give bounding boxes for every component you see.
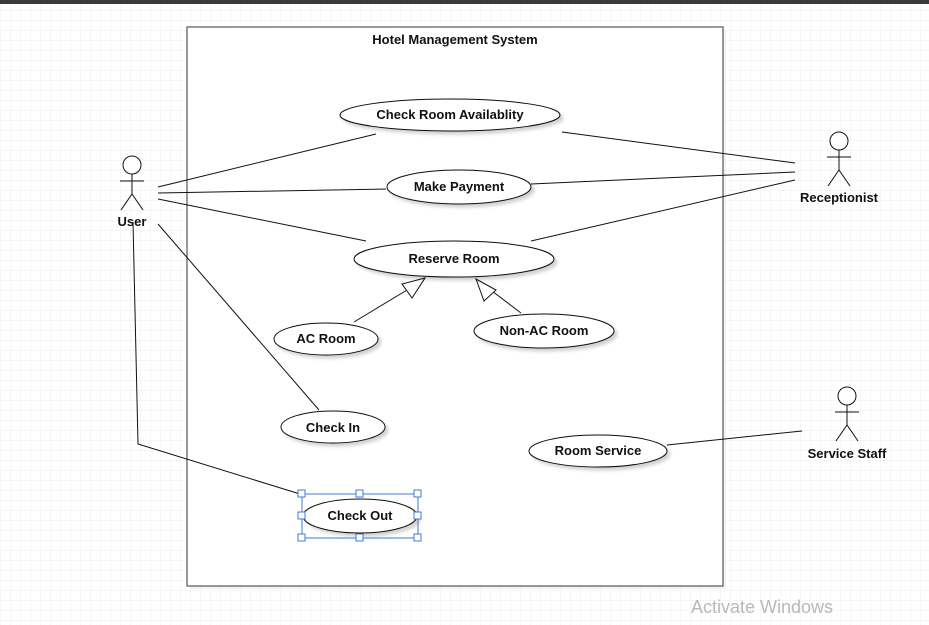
use-case-reserve-room-label: Reserve Room xyxy=(408,251,499,266)
use-case-check-in-label: Check In xyxy=(306,420,360,435)
assoc-receptionist-make-payment[interactable] xyxy=(530,171,796,185)
activate-windows-watermark: Activate Windows xyxy=(691,597,834,617)
actor-user-label: User xyxy=(118,214,147,229)
use-case-check-in[interactable]: Check In xyxy=(280,410,386,444)
resize-handle-e[interactable] xyxy=(413,511,422,520)
use-case-check-room-label: Check Room Availablity xyxy=(376,107,524,122)
use-case-non-ac-room[interactable]: Non-AC Room xyxy=(473,313,615,349)
use-case-check-out-label: Check Out xyxy=(327,508,393,523)
actor-receptionist-figure-icon xyxy=(827,131,851,187)
assoc-user-reserve-room[interactable] xyxy=(157,198,367,242)
generalizations xyxy=(353,277,522,323)
actor-service-staff-label: Service Staff xyxy=(808,446,887,461)
use-case-non-ac-room-label: Non-AC Room xyxy=(500,323,589,338)
actor-user-figure-icon xyxy=(120,155,144,211)
actor-service-staff-figure-icon xyxy=(835,386,859,442)
assoc-receptionist-reserve-room[interactable] xyxy=(530,179,796,242)
resize-handle-sw[interactable] xyxy=(297,533,306,542)
actor-receptionist-label: Receptionist xyxy=(800,190,879,205)
actor-user[interactable]: User xyxy=(118,155,147,229)
resize-handle-nw[interactable] xyxy=(297,489,306,498)
resize-handle-se[interactable] xyxy=(413,533,422,542)
use-case-ac-room[interactable]: AC Room xyxy=(273,322,379,356)
selection-frame[interactable] xyxy=(297,489,422,542)
use-case-room-service-label: Room Service xyxy=(555,443,642,458)
use-case-check-out[interactable]: Check Out xyxy=(302,498,418,534)
gen-ac-room-line[interactable] xyxy=(353,286,413,323)
window-top-border xyxy=(0,0,929,4)
assoc-user-check-room[interactable] xyxy=(157,133,377,188)
use-case-ac-room-label: AC Room xyxy=(296,331,355,346)
actor-receptionist[interactable]: Receptionist xyxy=(800,131,879,205)
use-case-room-service[interactable]: Room Service xyxy=(528,434,668,468)
system-title: Hotel Management System xyxy=(372,32,537,47)
use-case-reserve-room[interactable]: Reserve Room xyxy=(353,240,555,278)
resize-handle-ne[interactable] xyxy=(413,489,422,498)
resize-handle-n[interactable] xyxy=(355,489,364,498)
assoc-user-make-payment[interactable] xyxy=(157,188,387,194)
gen-non-ac-room-arrowhead xyxy=(475,277,497,302)
gen-ac-room-arrowhead xyxy=(401,277,427,299)
assoc-receptionist-check-room[interactable] xyxy=(561,131,796,164)
resize-handle-w[interactable] xyxy=(297,511,306,520)
resize-handle-s[interactable] xyxy=(355,533,364,542)
assoc-service-staff-room-service[interactable] xyxy=(666,430,803,446)
assoc-user-check-in[interactable] xyxy=(157,223,320,411)
use-case-make-payment[interactable]: Make Payment xyxy=(386,169,532,205)
assoc-user-check-out[interactable] xyxy=(132,221,301,495)
associations xyxy=(132,131,803,495)
use-case-make-payment-label: Make Payment xyxy=(414,179,505,194)
actor-service-staff[interactable]: Service Staff xyxy=(808,386,887,461)
use-case-check-room[interactable]: Check Room Availablity xyxy=(339,98,561,132)
